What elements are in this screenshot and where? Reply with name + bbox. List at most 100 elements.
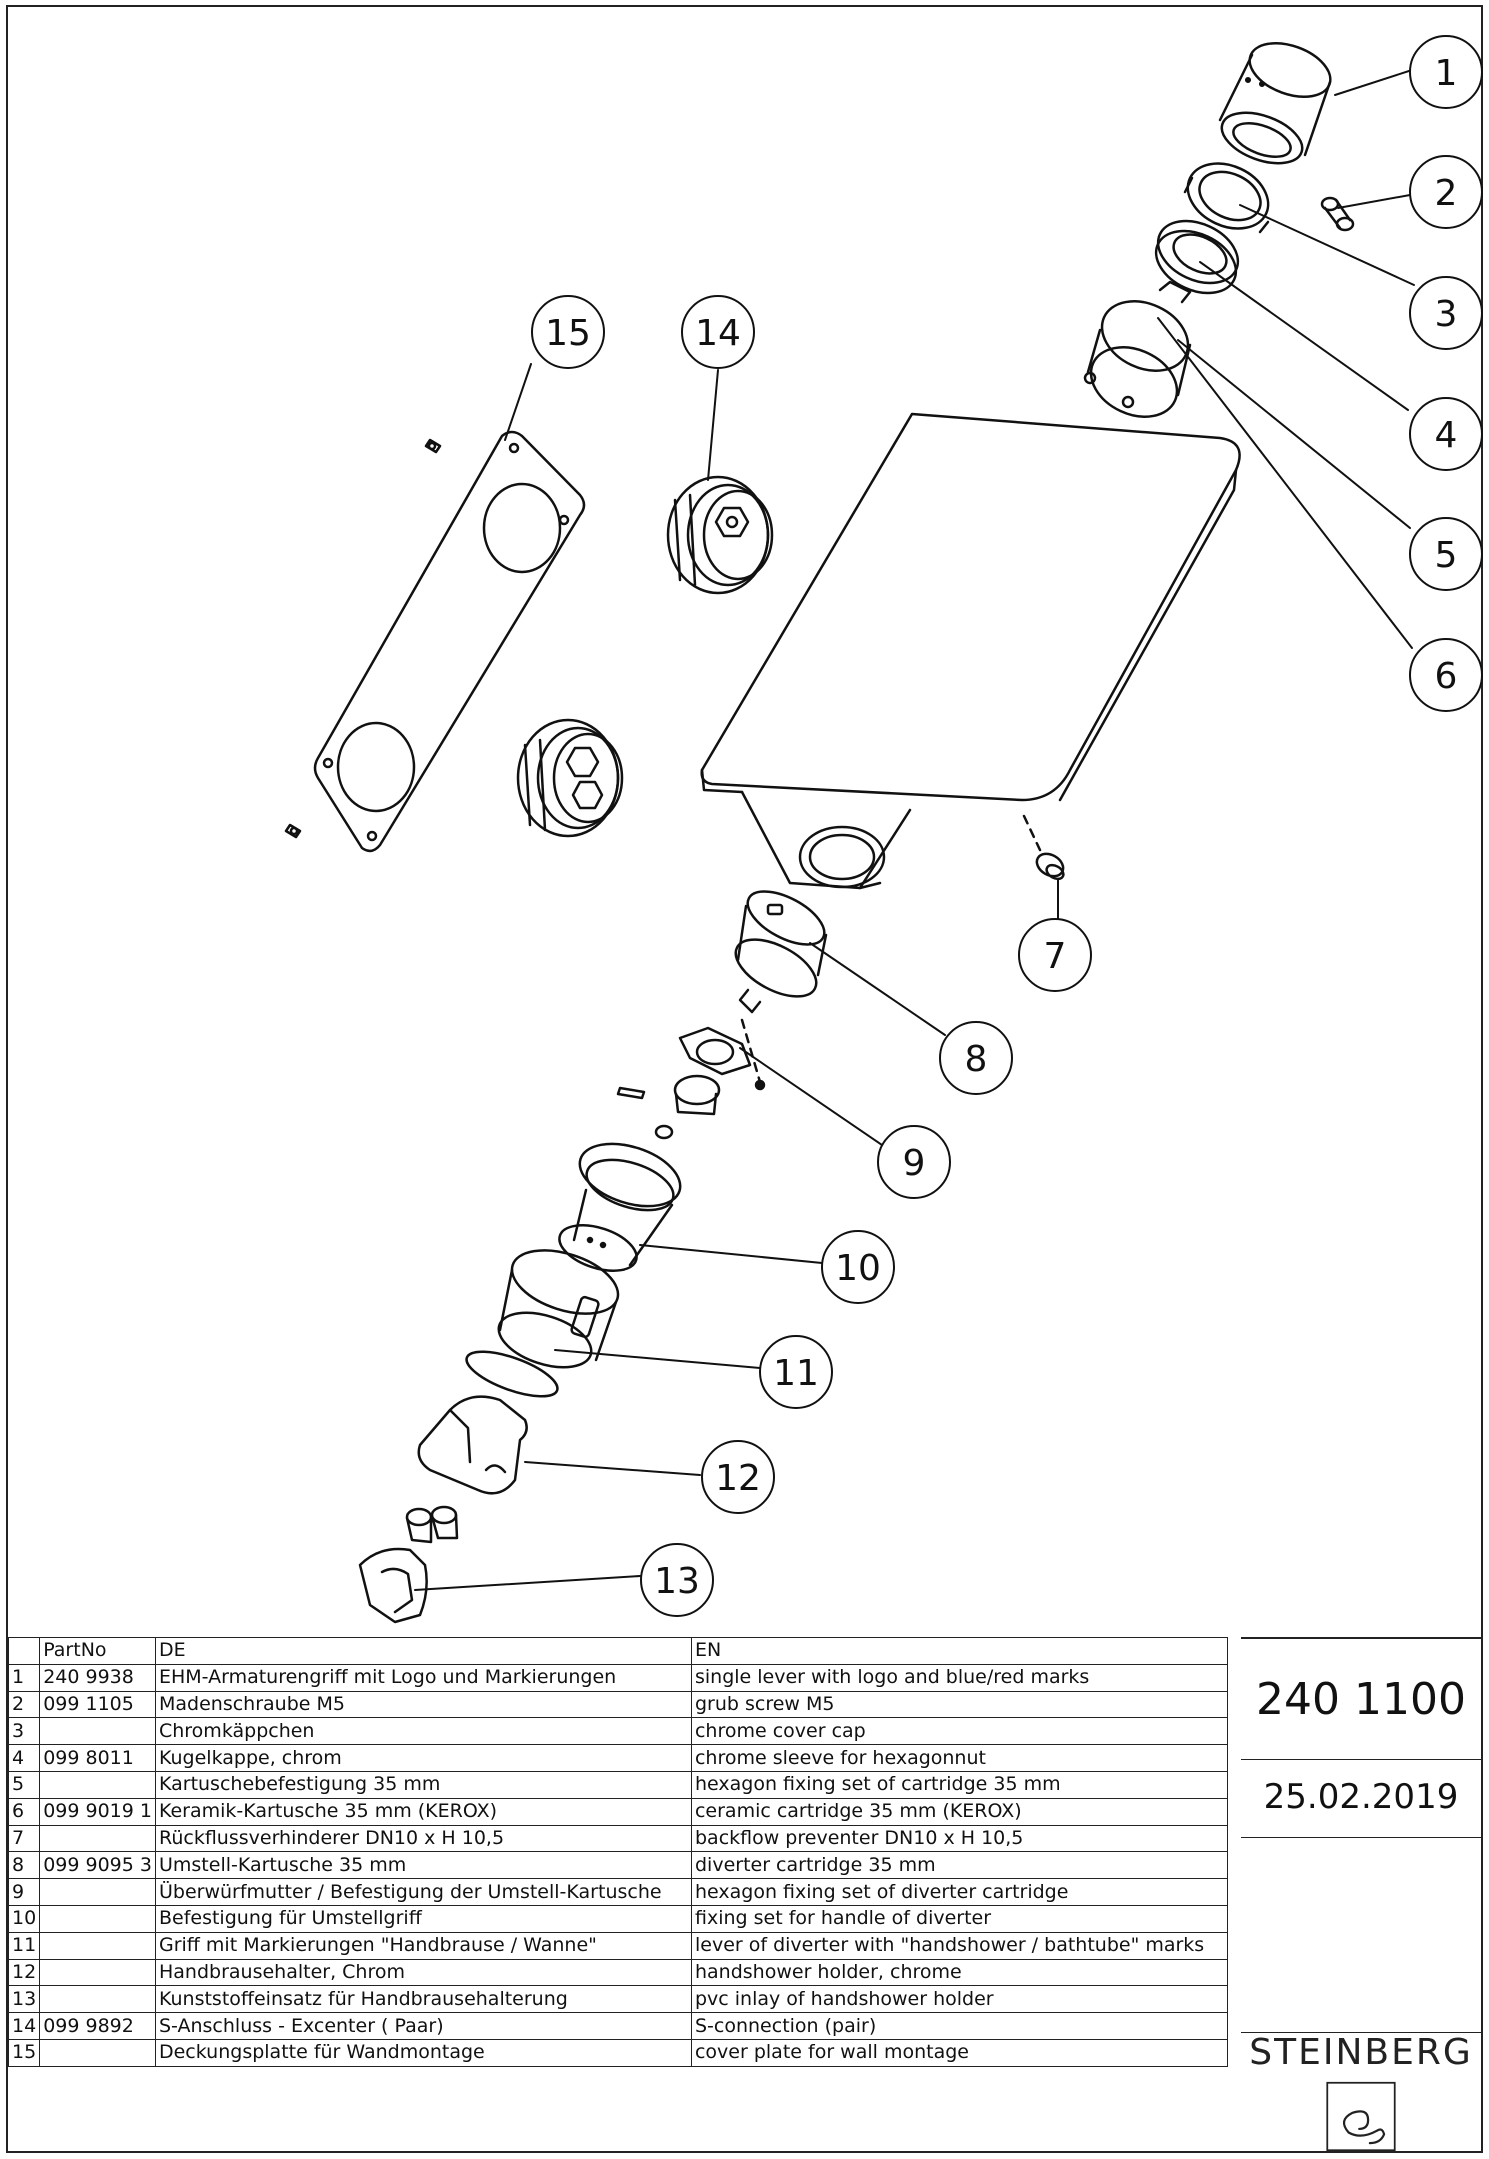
cell-nr: 9 [7, 1878, 41, 1906]
callout-5: 5 [1409, 517, 1483, 591]
svg-text:11: 11 [773, 1353, 819, 1394]
callout-9: 9 [877, 1125, 951, 1199]
cell-de: Befestigung für Umstellgriff [154, 1904, 692, 1933]
cell-en: diverter cartridge 35 mm [690, 1851, 1228, 1880]
cell-nr: 10 [7, 1904, 41, 1933]
cell-partno: 099 9019 1 [39, 1797, 156, 1826]
table-row: 9 Überwürfmutter / Befestigung der Umstel… [7, 1878, 1228, 1906]
title-block: 240 1100 25.02.2019 STEINBERG [1241, 1637, 1481, 2152]
svg-text:13: 13 [654, 1561, 700, 1602]
cell-partno [39, 1931, 156, 1960]
part-3-cover-cap [1183, 162, 1270, 234]
cell-en: chrome cover cap [690, 1717, 1228, 1746]
svg-text:12: 12 [715, 1458, 761, 1499]
cell-en: ceramic cartridge 35 mm (KEROX) [690, 1797, 1228, 1826]
part-7-backflow-preventer [1022, 814, 1065, 881]
svg-text:8: 8 [965, 1039, 988, 1080]
drawing-sheet [6, 5, 1483, 2153]
cell-de: Griff mit Markierungen "Handbrause / Wan… [154, 1931, 692, 1960]
cell-nr: 7 [7, 1824, 41, 1853]
cell-de: Kartuschebefestigung 35 mm [154, 1770, 692, 1799]
main-body-housing [700, 412, 1241, 890]
cell-nr: 1 [7, 1663, 41, 1692]
part-6-ceramic-cartridge [1083, 280, 1192, 418]
svg-text:7: 7 [1044, 936, 1067, 977]
callout-1: 1 [1409, 35, 1483, 109]
callout-4: 4 [1409, 397, 1483, 471]
part-13-pvc-inlay [358, 1547, 428, 1624]
callout-15: 15 [531, 295, 605, 369]
cell-en: hexagon fixing set of cartridge 35 mm [690, 1770, 1228, 1799]
cell-nr: 13 [7, 1985, 41, 2014]
callout-12: 12 [701, 1440, 775, 1514]
svg-text:4: 4 [1435, 415, 1458, 456]
cell-nr: 8 [7, 1851, 41, 1880]
cell-en: handshower holder, chrome [690, 1958, 1228, 1987]
cell-en: cover plate for wall montage [690, 2038, 1228, 2067]
leader-lines [414, 69, 1415, 1591]
table-header-row: PartNo DE EN [7, 1637, 1228, 1665]
callout-8: 8 [939, 1021, 1013, 1095]
cell-partno: 099 8011 [39, 1744, 156, 1772]
cell-en: lever of diverter with "handshower / bat… [690, 1931, 1228, 1960]
cell-partno [39, 1717, 156, 1746]
cell-nr: 14 [7, 2012, 41, 2040]
cell-nr: 3 [7, 1717, 41, 1746]
cell-de: Keramik-Kartusche 35 mm (KEROX) [154, 1797, 692, 1826]
cell-en: backflow preventer DN10 x H 10,5 [690, 1824, 1228, 1853]
cell-nr: 5 [7, 1770, 41, 1799]
part-12-handshower-holder [417, 1395, 528, 1495]
cell-de: EHM-Armaturengriff mit Logo und Markieru… [154, 1663, 692, 1692]
svg-text:3: 3 [1435, 294, 1458, 335]
cell-de: Rückflussverhinderer DN10 x H 10,5 [154, 1824, 692, 1853]
cell-en: pvc inlay of handshower holder [690, 1985, 1228, 2014]
drawing-date: 25.02.2019 [1241, 1757, 1481, 1838]
header-de: DE [154, 1637, 692, 1665]
cell-nr: 6 [7, 1797, 41, 1826]
empty-field [1241, 1837, 1481, 2033]
cell-de: Umstell-Kartusche 35 mm [154, 1851, 692, 1880]
brand-block: STEINBERG [1241, 2032, 1481, 2152]
svg-text:1: 1 [1435, 53, 1458, 94]
part-12-screws [405, 1505, 459, 1544]
cell-de: S-Anschluss - Excenter ( Paar) [154, 2012, 692, 2040]
cell-nr: 15 [7, 2038, 41, 2067]
brand-logo-icon [1326, 2081, 1396, 2152]
cell-partno [39, 1985, 156, 2014]
svg-text:6: 6 [1435, 656, 1458, 697]
part-15-cover-plate [284, 430, 586, 853]
cell-de: Kunststoffeinsatz für Handbrausehalterun… [154, 1985, 692, 2014]
callout-14: 14 [681, 295, 755, 369]
cell-nr: 12 [7, 1958, 41, 1987]
header-en: EN [690, 1637, 1228, 1665]
header-partno: PartNo [39, 1637, 156, 1665]
header-nr [7, 1637, 41, 1665]
part-14-s-connection [516, 475, 774, 838]
callout-11: 11 [759, 1335, 833, 1409]
part-8-diverter-cartridge [734, 890, 828, 1014]
callout-7: 7 [1018, 918, 1092, 992]
cell-partno: 099 1105 [39, 1690, 156, 1719]
cell-de: Kugelkappe, chrom [154, 1744, 692, 1772]
svg-text:5: 5 [1435, 535, 1458, 576]
part-10-fixing-set [558, 1142, 682, 1272]
cell-en: S-connection (pair) [690, 2012, 1228, 2040]
cell-partno [39, 1770, 156, 1799]
part-2-grub-screw [1320, 196, 1355, 232]
exploded-view-drawing: 1 2 3 4 5 6 7 8 9 10 11 12 13 14 15 [284, 35, 1483, 1624]
cell-de: Überwürfmutter / Befestigung der Umstell… [154, 1878, 692, 1906]
svg-text:9: 9 [903, 1143, 926, 1184]
brand-name: STEINBERG [1249, 2032, 1473, 2073]
